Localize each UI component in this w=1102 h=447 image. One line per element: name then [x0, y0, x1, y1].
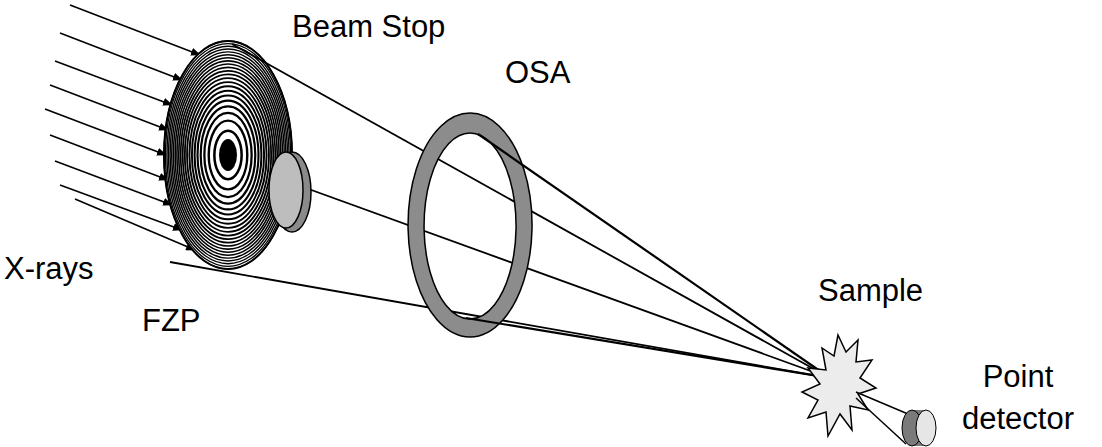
zone-ring	[179, 67, 277, 242]
part-label: X-rays	[4, 248, 94, 290]
zone-ring	[172, 55, 285, 255]
part-label: Point detector	[938, 356, 1098, 440]
zone-ring	[177, 64, 279, 246]
beam-stop	[269, 152, 311, 232]
focusing-cone	[170, 44, 830, 378]
order-sorting-aperture	[408, 113, 532, 337]
zone-ring	[201, 106, 256, 203]
central-zone	[219, 139, 237, 171]
part-label: Beam Stop	[292, 6, 445, 48]
zone-ring	[175, 61, 281, 249]
zone-ring	[209, 121, 248, 190]
osa-rays	[466, 134, 830, 378]
zone-ring	[197, 101, 258, 210]
zone-ring	[204, 113, 251, 197]
zone-ring	[165, 44, 290, 267]
zone-ring	[183, 74, 274, 235]
zone-ring	[173, 58, 282, 252]
zone-ring	[189, 86, 266, 223]
fresnel-zone-plate	[164, 41, 292, 269]
zone-ring	[169, 49, 288, 261]
part-label: Sample	[818, 270, 923, 312]
detector-rays	[856, 392, 908, 444]
point-detector	[902, 410, 936, 446]
zone-ring	[214, 131, 241, 180]
zone-ring	[187, 82, 269, 228]
sample	[802, 335, 876, 436]
zone-ring	[181, 71, 276, 239]
part-label: FZP	[142, 300, 201, 342]
zone-ring	[164, 41, 292, 269]
zone-ring	[170, 52, 286, 258]
zone-ring	[192, 91, 264, 220]
zone-ring	[195, 95, 262, 214]
part-label: OSA	[505, 52, 570, 94]
zone-plate-rim	[164, 41, 292, 269]
zone-ring	[185, 78, 271, 232]
zone-ring	[167, 46, 289, 263]
